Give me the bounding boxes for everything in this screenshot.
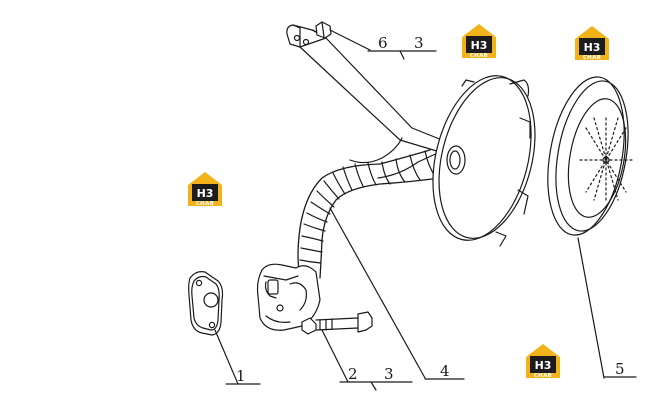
callout-2: 2	[348, 365, 358, 383]
svg-text:H3: H3	[535, 359, 552, 372]
bolt-part-2	[301, 311, 373, 383]
dust-cap-part-5	[547, 76, 633, 379]
watermark-logo: H3 CHAB	[188, 172, 222, 207]
intake-hose-part-4	[297, 149, 441, 379]
air-cleaner-housing	[432, 75, 536, 247]
callout-3-top: 3	[414, 34, 424, 52]
svg-text:CHAB: CHAB	[196, 201, 214, 207]
svg-text:H3: H3	[584, 41, 601, 54]
callout-3-bottom: 3	[384, 365, 394, 383]
gasket-part-1	[188, 271, 239, 385]
elbow-housing	[256, 263, 321, 331]
callout-4: 4	[440, 362, 450, 380]
watermark-logo: H3 CHAB	[462, 24, 496, 59]
watermark-logo: H3 CHAB	[575, 26, 609, 61]
svg-text:H3: H3	[471, 39, 488, 52]
svg-text:H3: H3	[197, 187, 214, 200]
svg-text:CHAB: CHAB	[534, 373, 552, 379]
callout-leaders	[225, 50, 637, 391]
svg-text:CHAB: CHAB	[583, 55, 601, 61]
svg-text:CHAB: CHAB	[470, 53, 488, 59]
callout-5: 5	[615, 360, 625, 378]
watermark-logo: H3 CHAB	[526, 344, 560, 379]
mounting-bracket	[286, 24, 443, 179]
bolt-part-6	[315, 21, 371, 51]
callout-6: 6	[378, 34, 388, 52]
callout-1: 1	[236, 367, 246, 385]
